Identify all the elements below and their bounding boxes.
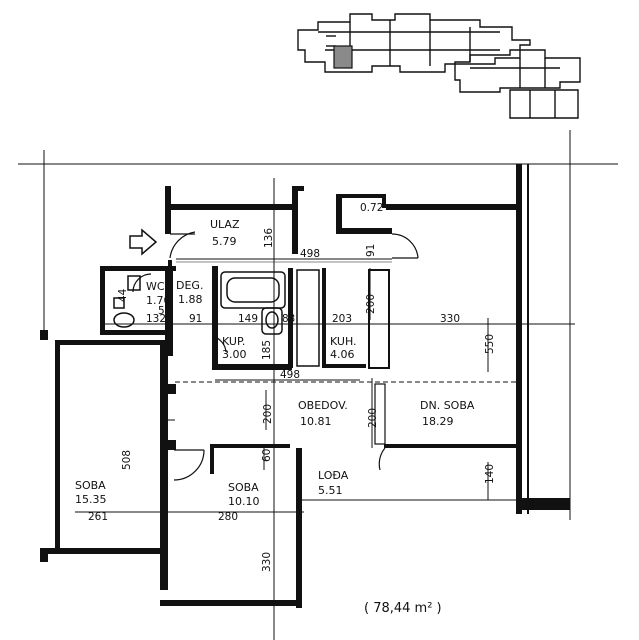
room-area-kuh: 4.06 (330, 348, 355, 361)
walls (40, 164, 570, 608)
key-plan-highlight (333, 45, 353, 69)
room-name-dn-soba: DN. SOBA (420, 399, 475, 412)
toilet-icon (113, 275, 141, 328)
kitchen-cabinet (368, 269, 390, 369)
dim-136: 136 (263, 228, 275, 248)
room-name-obedov: OBEDOV. (298, 399, 348, 412)
room-area-dn-soba: 18.29 (422, 415, 454, 428)
dim-330-mid: 330 (440, 313, 460, 325)
room-area-ulaz: 5.79 (212, 235, 237, 248)
room-area-soba-1: 15.35 (75, 493, 107, 506)
room-name-soba-2: SOBA (228, 481, 259, 494)
room-area-deg: 1.88 (178, 293, 203, 306)
dim-550: 550 (484, 334, 496, 354)
room-area-kup: 3.00 (222, 348, 247, 361)
dim-149: 149 (238, 313, 258, 325)
room-area-obedov: 10.81 (300, 415, 332, 428)
dim-200-obed: 200 (262, 404, 274, 424)
bathtub-icon (220, 271, 286, 309)
room-area-loda: 5.51 (318, 484, 343, 497)
obedov-cabinet (374, 383, 386, 445)
dim-44: 44 (117, 288, 129, 302)
dim-280: 280 (218, 511, 238, 523)
room-area-wc: 1.70 (146, 294, 171, 307)
dim-91-left: 91 (189, 313, 202, 325)
grid-lines (18, 130, 618, 640)
dim-185: 185 (261, 340, 273, 360)
dim-5: 5 (158, 305, 165, 317)
dim-200-kuh: 200 (365, 294, 377, 314)
dim-200-mid: 200 (367, 408, 379, 428)
room-name-deg: DEG. (176, 279, 203, 292)
room-area-soba-2: 10.10 (228, 495, 260, 508)
room-name-soba-1: SOBA (75, 479, 106, 492)
dim-60: 60 (261, 449, 273, 462)
room-name-loda: LOĐA (318, 469, 349, 482)
dim-140: 140 (484, 464, 496, 484)
room-name-ulaz: ULAZ (210, 218, 240, 231)
entrance-arrow-icon (129, 228, 158, 256)
dim-508: 508 (121, 450, 133, 470)
dim-261: 261 (88, 511, 108, 523)
room-name-kuh: KUH. (330, 335, 357, 348)
dim-132: 132 (146, 313, 166, 325)
key-plan (297, 13, 581, 119)
dim-83: 83 (282, 313, 295, 325)
dim-91-top: 91 (365, 244, 377, 257)
door-swings (132, 231, 419, 481)
total-area: ( 78,44 m² ) (364, 601, 442, 616)
kitchen-counter (296, 269, 320, 367)
room-name-kup: KUP. (222, 335, 245, 348)
dim-072: 0.72 (360, 202, 383, 214)
dim-330-bottom: 330 (261, 552, 273, 572)
room-name-wc: WC (146, 280, 165, 293)
dim-203: 203 (332, 313, 352, 325)
dim-498-top: 498 (300, 248, 320, 260)
sink-icon (261, 307, 283, 335)
dim-498-mid: 498 (280, 369, 300, 381)
